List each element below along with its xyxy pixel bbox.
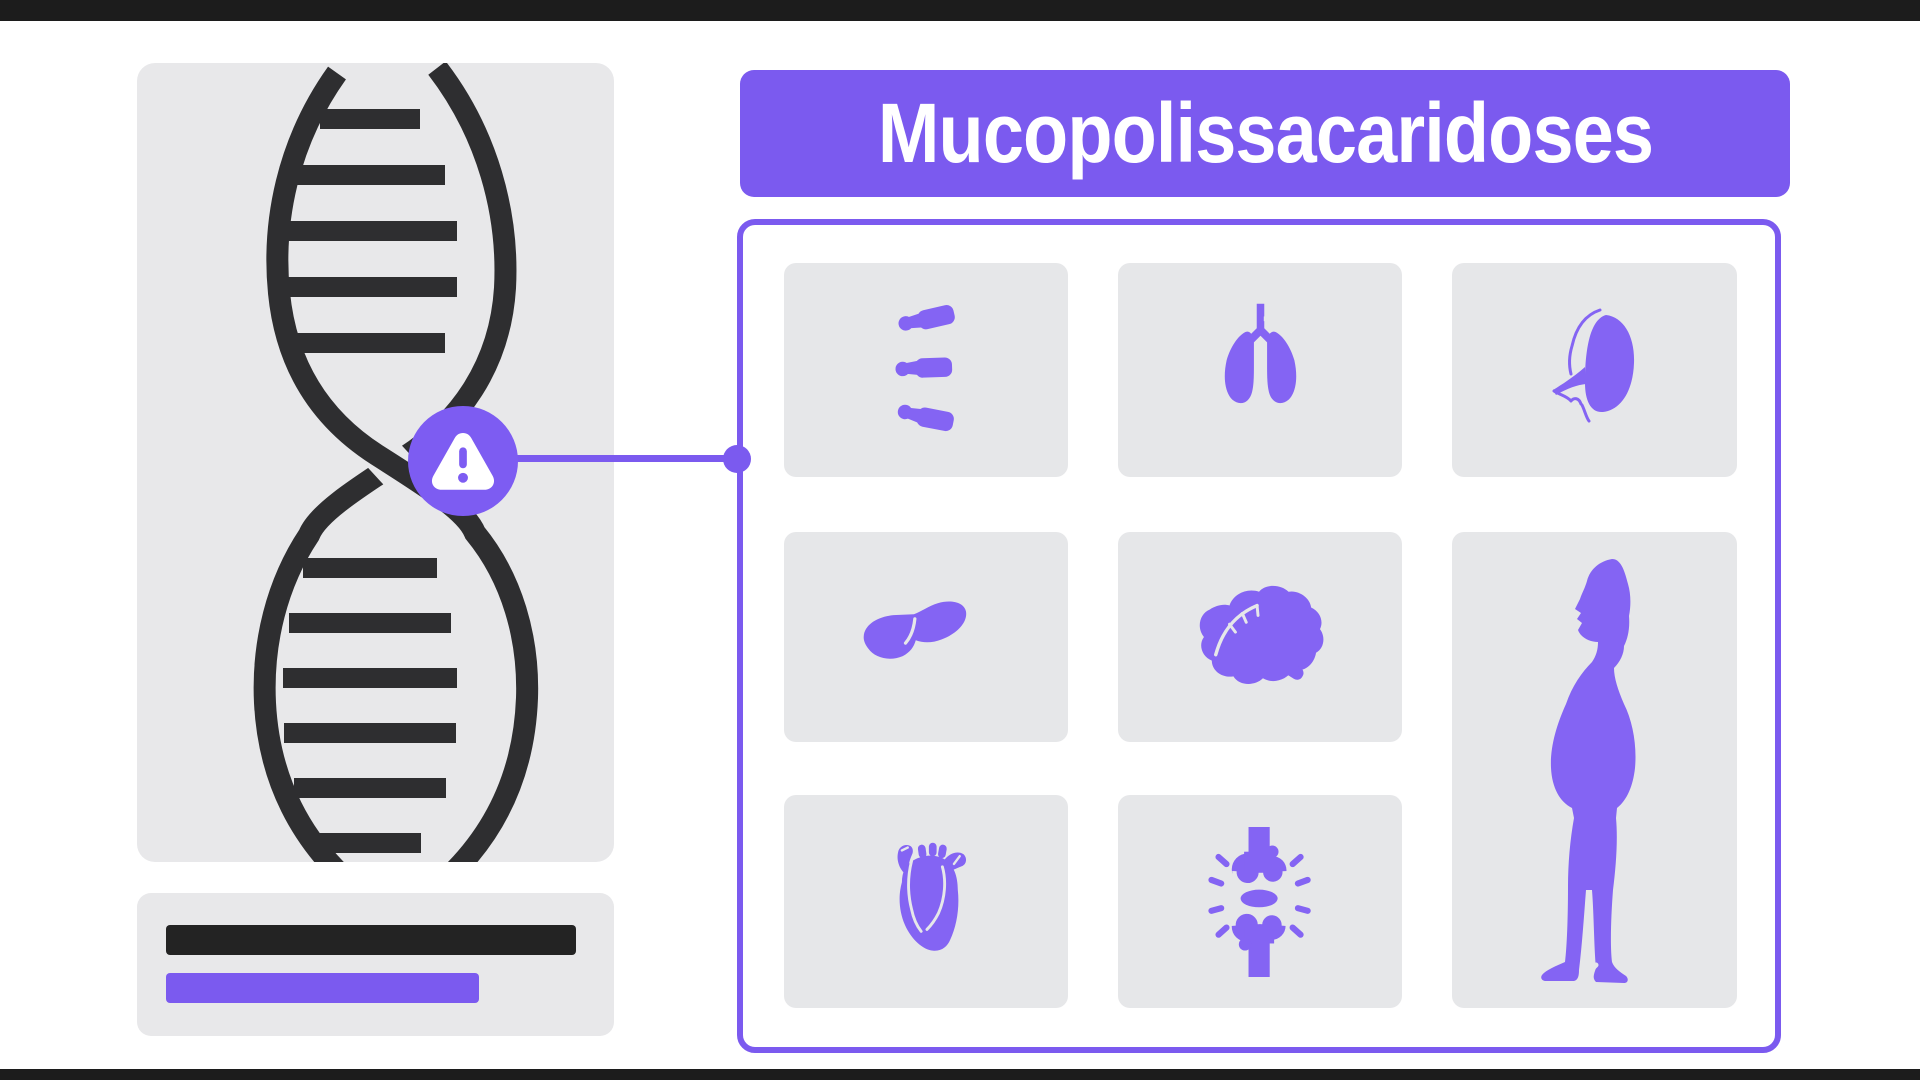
gene-mutation-badge [408,406,518,516]
liver-icon [863,600,967,659]
page-title: Mucopolissacaridoses [877,86,1653,180]
brain-icon [1199,585,1324,684]
lungs-icon [1224,303,1296,403]
organ-card-liver [784,532,1068,742]
caption-panel [137,893,614,1036]
organ-card-brain [1118,532,1402,742]
top-black-strip [0,0,1920,21]
spleen-icon [1552,308,1634,423]
connector-dot [723,445,751,473]
dna-panel [137,63,614,862]
connector-line [505,455,737,462]
organs-panel [737,219,1781,1053]
caption-title-bar [166,925,576,955]
organ-card-joint [1118,795,1402,1008]
heart-icon [897,842,967,951]
caption-subtitle-bar [166,973,479,1003]
organ-card-spine [784,263,1068,477]
organ-card-body [1452,532,1737,1008]
organ-card-heart [784,795,1068,1008]
organ-card-lungs [1118,263,1402,477]
spine-vertebrae-icon [895,305,955,432]
knee-joint-icon [1208,826,1311,977]
bottom-black-strip [0,1069,1920,1080]
dna-helix-icon [253,63,539,862]
organ-card-spleen [1452,263,1737,477]
warning-triangle-icon [431,433,495,490]
title-banner: Mucopolissacaridoses [740,70,1790,197]
patient-body-silhouette-icon [1540,559,1636,985]
